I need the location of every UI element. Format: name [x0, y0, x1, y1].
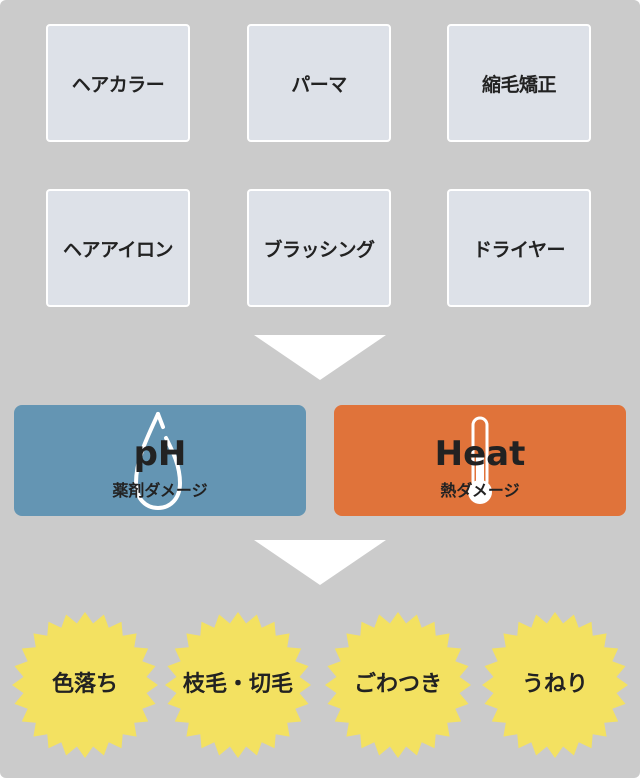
starburst-shape [325, 612, 471, 758]
ph-damage-panel: pH 薬剤ダメージ [14, 405, 306, 516]
cause-hair-iron: ヘアアイロン [46, 189, 190, 307]
cause-straightening: 縮毛矯正 [447, 24, 591, 142]
ph-subtitle: 薬剤ダメージ [112, 481, 208, 500]
cause-perm: パーマ [247, 24, 391, 142]
arrow-down-1 [254, 335, 386, 380]
heat-damage-panel: Heat 熱ダメージ [334, 405, 626, 516]
cause-brushing: ブラッシング [247, 189, 391, 307]
thermometer-icon [468, 416, 492, 504]
result-split-ends: 枝毛・切毛 [163, 610, 313, 760]
result-stiffness: ごわつき [323, 610, 473, 760]
cause-hair-color: ヘアカラー [46, 24, 190, 142]
starburst-shape [12, 612, 158, 758]
water-drop-icon [133, 412, 183, 511]
result-color-fade: 色落ち [10, 610, 160, 760]
result-frizz: うねり [480, 610, 630, 760]
heat-subtitle: 熱ダメージ [440, 481, 520, 500]
ph-title: pH [133, 434, 187, 474]
heat-title: Heat [434, 434, 526, 474]
starburst-shape [165, 612, 311, 758]
cause-dryer: ドライヤー [447, 189, 591, 307]
starburst-shape [482, 612, 628, 758]
arrow-down-2 [254, 540, 386, 585]
